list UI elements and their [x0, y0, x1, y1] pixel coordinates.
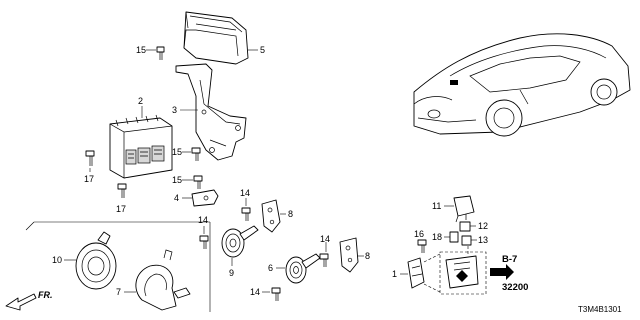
horn-9 — [221, 225, 259, 258]
callout-14-a: 14 — [240, 188, 250, 198]
callout-6: 6 — [268, 263, 273, 273]
callout-13: 13 — [478, 235, 488, 245]
callout-14-b: 14 — [198, 215, 208, 225]
bolt-15-top — [156, 46, 165, 60]
stay-4 — [191, 189, 219, 207]
reference-arrow-icon — [490, 264, 514, 280]
front-direction-arrow-icon — [5, 293, 37, 311]
callout-2: 2 — [138, 96, 143, 106]
relay-11 — [453, 195, 475, 223]
callout-9: 9 — [229, 268, 234, 278]
callout-10: 10 — [52, 255, 62, 265]
callout-16: 16 — [414, 229, 424, 239]
bolt-14-a — [241, 207, 251, 221]
callout-8-lower: 8 — [365, 251, 370, 261]
callout-3: 3 — [172, 105, 177, 115]
ecu-bracket — [175, 63, 247, 161]
callout-18: 18 — [432, 232, 442, 242]
callout-15-top: 15 — [136, 45, 146, 55]
bolt-14-b — [199, 235, 209, 249]
horn-bracket-upper — [261, 199, 281, 233]
relay-18 — [449, 231, 459, 243]
inset-frame — [25, 221, 211, 312]
snail-horn-10 — [75, 231, 117, 290]
callout-17-left: 17 — [84, 174, 94, 184]
bolt-15-lower — [193, 175, 203, 189]
ecu-cover — [183, 11, 249, 65]
callout-1: 1 — [392, 269, 397, 279]
callout-14-d: 14 — [250, 287, 260, 297]
diagram-code: T3M4B1301 — [578, 305, 622, 314]
bolt-17-left — [85, 150, 95, 166]
front-direction-label: FR. — [38, 290, 53, 300]
bolt-14-d — [271, 287, 281, 301]
horn-bracket-lower — [339, 237, 359, 273]
callout-17-bottom: 17 — [116, 204, 126, 214]
bolt-16 — [417, 239, 427, 253]
callout-8-upper: 8 — [288, 209, 293, 219]
vehicle-illustration — [413, 33, 631, 137]
callout-15-lower: 15 — [172, 175, 182, 185]
relay-12 — [459, 221, 471, 232]
snail-horn-7 — [135, 249, 191, 311]
horn-6 — [285, 253, 321, 284]
callout-11: 11 — [432, 201, 441, 211]
callout-15-middle: 15 — [172, 147, 182, 157]
relay-13 — [461, 235, 472, 246]
reference-section: B-7 — [502, 254, 517, 265]
bolt-14-c — [319, 253, 329, 267]
relay-box-bracket-1 — [407, 257, 425, 289]
bolt-15-middle — [191, 147, 201, 161]
relay-box — [439, 251, 487, 295]
callout-12: 12 — [478, 221, 488, 231]
callout-7: 7 — [116, 287, 121, 297]
engine-control-module — [109, 114, 173, 179]
callout-5: 5 — [260, 45, 265, 55]
reference-number: 32200 — [502, 282, 528, 293]
callout-4: 4 — [174, 193, 179, 203]
callout-14-c: 14 — [320, 234, 330, 244]
bolt-17-bottom — [117, 183, 127, 198]
